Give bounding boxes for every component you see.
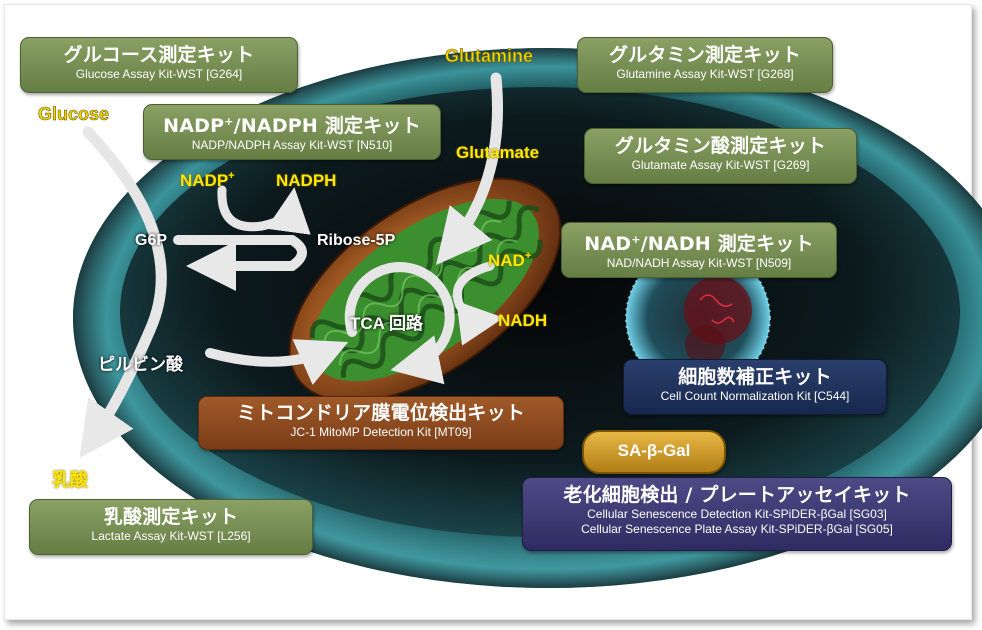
kit-mito-title: ミトコンドリア膜電位検出キット — [236, 402, 525, 424]
kit-glutamine-subtitle: Glutamine Assay Kit-WST [G268] — [616, 67, 794, 81]
label-ribose-5p: Ribose-5P — [317, 232, 396, 249]
label-g6p: G6P — [135, 232, 168, 249]
nucleus — [625, 245, 771, 391]
label-glutamine: Glutamine — [445, 46, 534, 67]
label-nadp-main: NADP — [180, 171, 229, 190]
label-tca-cycle: TCA 回路 — [350, 314, 424, 333]
kit-lactate-title: 乳酸測定キット — [103, 506, 239, 528]
kit-mito[interactable]: ミトコンドリア膜電位検出キット JC-1 MitoMP Detection Ki… — [198, 396, 564, 450]
label-glutamate: Glutamate — [456, 143, 540, 162]
label-pyruvate: ピルビン酸 — [98, 355, 183, 374]
kit-nadp-title-rest: /NADPH 測定キット — [233, 115, 421, 137]
kit-cellcount-subtitle: Cell Count Normalization Kit [C544] — [660, 389, 850, 403]
kit-lactate-subtitle: Lactate Assay Kit-WST [L256] — [91, 529, 251, 543]
kit-nadp-subtitle: NADP/NADPH Assay Kit-WST [N510] — [191, 138, 393, 152]
label-nadph: NADPH — [276, 171, 337, 190]
kit-nadp-title-sup: + — [224, 115, 234, 128]
label-nad-sup: + — [524, 250, 532, 262]
kit-senescence[interactable]: 老化細胞検出 / プレートアッセイキット Cellular Senescence… — [522, 477, 952, 551]
kit-nad[interactable]: NAD+/NADH 測定キット NAD/NADH Assay Kit-WST [… — [561, 222, 837, 278]
kit-nadp-title-main: NADP — [163, 115, 225, 137]
label-nad-plus: NAD+ — [488, 250, 531, 271]
kit-glucose-subtitle: Glucose Assay Kit-WST [G264] — [75, 67, 243, 81]
label-nadp-plus: NADP+ — [180, 170, 235, 191]
kit-mito-subtitle: JC-1 MitoMP Detection Kit [MT09] — [290, 425, 472, 439]
kit-cellcount[interactable]: 細胞数補正キット Cell Count Normalization Kit [C… — [623, 359, 887, 415]
label-lactate: 乳酸 — [52, 470, 88, 490]
kit-nad-title-main: NAD — [584, 233, 632, 255]
kit-glutamine-title: グルタミン測定キット — [608, 44, 801, 66]
kit-lactate[interactable]: 乳酸測定キット Lactate Assay Kit-WST [L256] — [29, 499, 313, 555]
kit-glutamate-title: グルタミン酸測定キット — [614, 135, 827, 157]
pathway-arrows — [79, 72, 504, 459]
label-nad-main: NAD — [488, 251, 525, 270]
kit-glucose-title: グルコース測定キット — [63, 44, 255, 66]
sa-beta-gal-badge: SA-β-Gal — [582, 430, 726, 474]
kit-senescence-subtitle-1: Cellular Senescence Detection Kit-SPiDER… — [587, 507, 887, 521]
kit-senescence-title: 老化細胞検出 / プレートアッセイキット — [563, 484, 911, 506]
kit-glucose[interactable]: グルコース測定キット Glucose Assay Kit-WST [G264] — [20, 37, 298, 93]
kit-nadp-title: NADP+/NADPH 測定キット — [144, 110, 440, 138]
label-nadh: NADH — [498, 311, 548, 330]
kit-nad-title-sup: + — [631, 233, 641, 246]
kit-cellcount-title: 細胞数補正キット — [678, 366, 832, 388]
kit-senescence-subtitle-2: Cellular Senescence Plate Assay Kit-SPiD… — [581, 522, 893, 536]
kit-glutamate-subtitle: Glutamate Assay Kit-WST [G269] — [631, 158, 810, 172]
kit-nad-title-rest: /NADH 測定キット — [640, 233, 814, 255]
kit-nadp[interactable]: NADP+/NADPH 測定キット NADP/NADPH Assay Kit-W… — [143, 104, 441, 160]
kit-nad-title: NAD+/NADH 測定キット — [562, 228, 836, 256]
label-nadp-sup: + — [228, 170, 235, 182]
label-glucose: Glucose — [38, 104, 110, 125]
kit-glutamine[interactable]: グルタミン測定キット Glutamine Assay Kit-WST [G268… — [577, 37, 833, 93]
kit-glutamate[interactable]: グルタミン酸測定キット Glutamate Assay Kit-WST [G26… — [584, 128, 857, 184]
kit-nad-subtitle: NAD/NADH Assay Kit-WST [N509] — [606, 256, 792, 270]
